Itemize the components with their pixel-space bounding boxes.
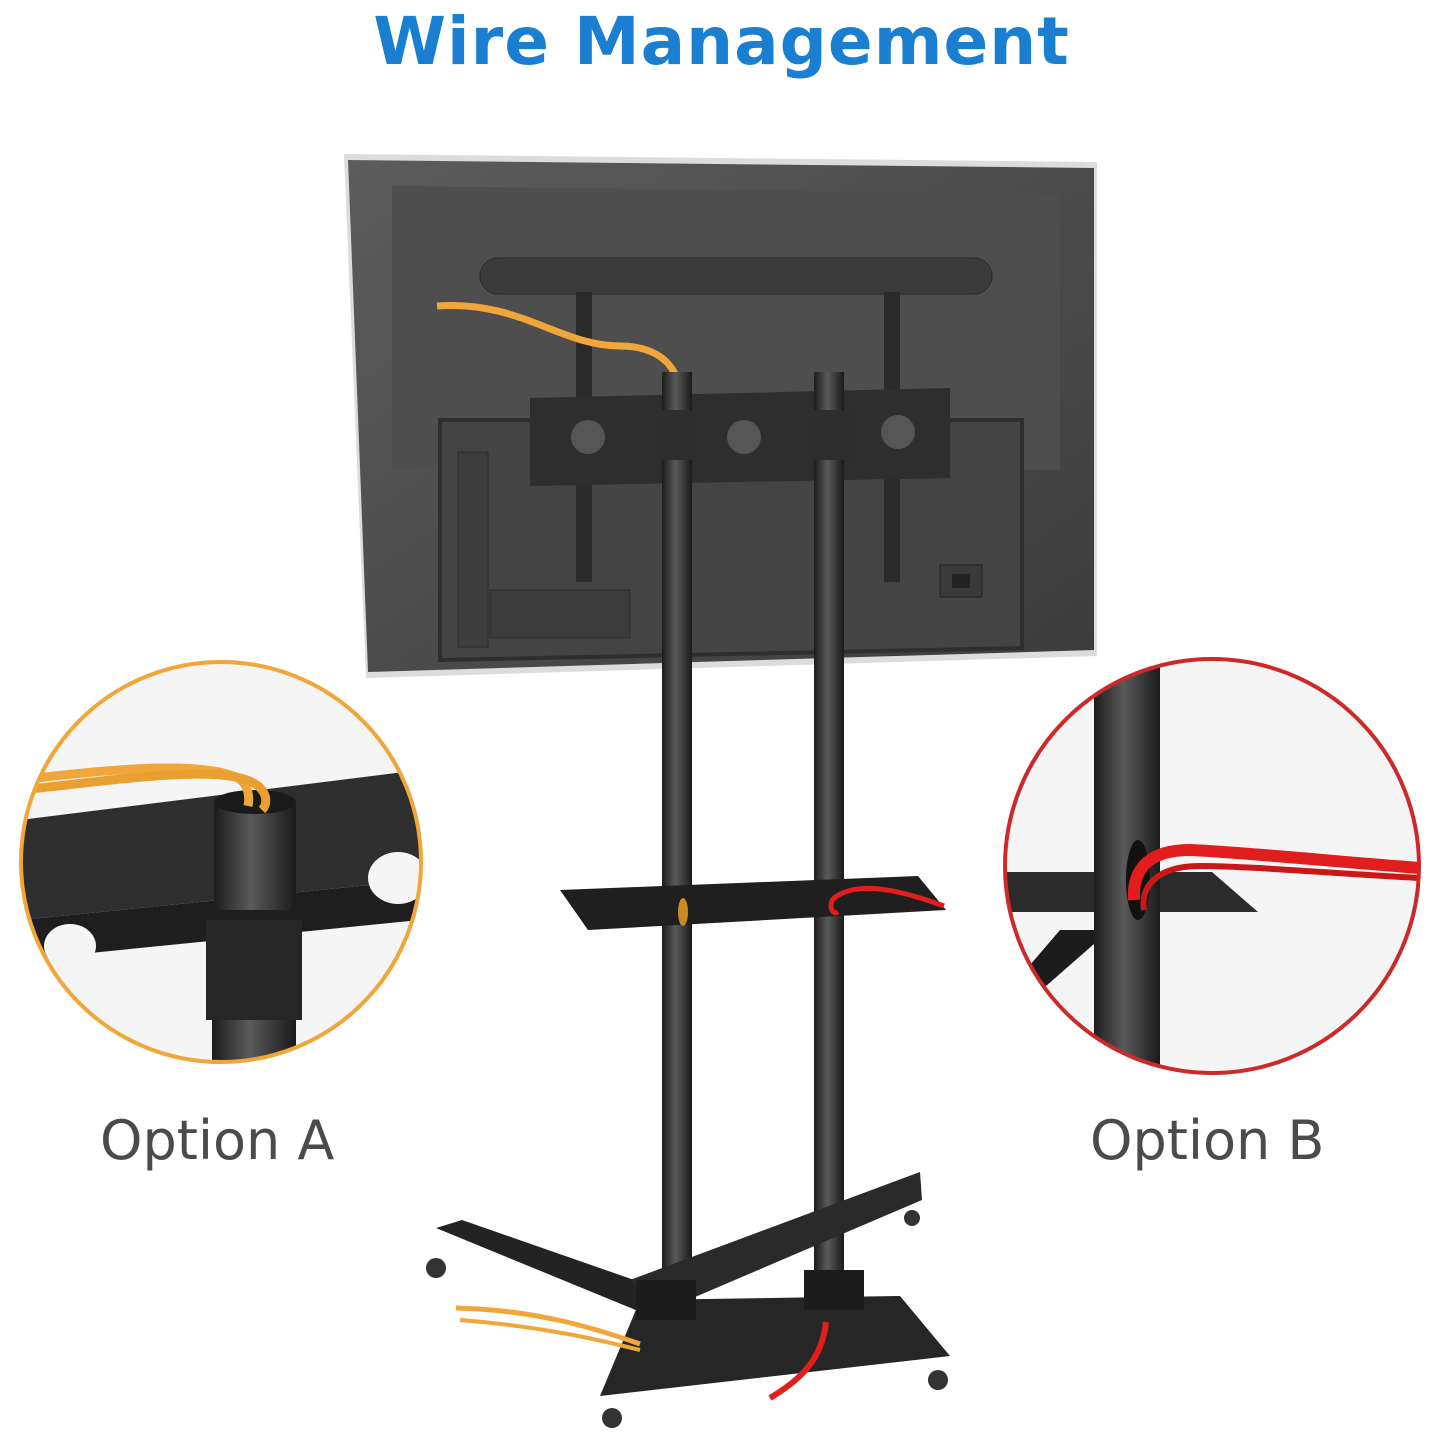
- page-title: Wire Management: [373, 3, 1070, 80]
- shelf: [560, 876, 946, 930]
- cable-through-pole-hole: [1003, 657, 1421, 1075]
- option-a-ring: [19, 660, 423, 1064]
- orange-cable-base: [455, 1305, 641, 1347]
- option-b-ring: [1003, 657, 1421, 1075]
- orange-cable-top: [436, 301, 680, 378]
- red-cable-base: [768, 1321, 829, 1401]
- cable-through-top-cap: [19, 660, 423, 1064]
- option-b-label: Option B: [1090, 1109, 1325, 1172]
- stand-base: [426, 1172, 950, 1428]
- mounting-plate: [530, 388, 950, 486]
- option-a-label: Option A: [100, 1109, 335, 1172]
- red-cable-shelf: [828, 885, 945, 916]
- stand-poles: [656, 372, 850, 1292]
